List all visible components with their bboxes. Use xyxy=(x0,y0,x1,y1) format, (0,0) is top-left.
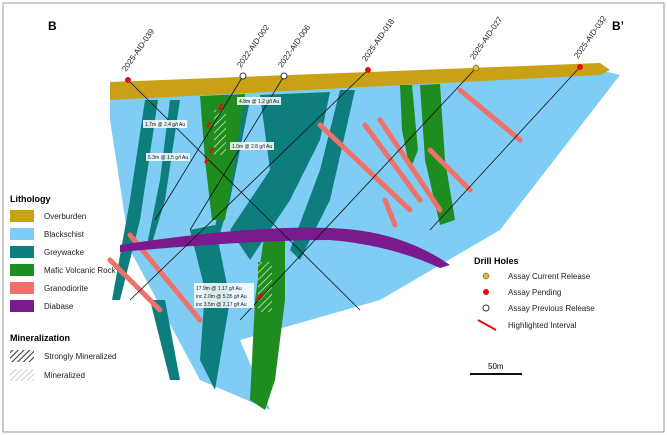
scale-bar: 50m xyxy=(470,362,522,375)
intercept-label: 17.9m @ 1.17 g/t Au xyxy=(196,286,242,292)
intercept-label: 5.3m @ 1.5 g/t Au xyxy=(148,155,188,161)
legend-overburden: Overburden xyxy=(44,212,86,221)
hole-label: 2025-AID-039 xyxy=(120,27,156,73)
legend-greywacke: Greywacke xyxy=(44,248,85,257)
legend-previous: Assay Previous Release xyxy=(508,304,595,313)
legend-blackschist: Blackschist xyxy=(44,230,85,239)
legend-current: Assay Current Release xyxy=(508,272,591,281)
legend-mineralized: Mineralized xyxy=(44,371,85,380)
overburden-layer xyxy=(110,63,610,100)
mineralization-legend-title: Mineralization xyxy=(10,333,70,343)
intercept-label: 1.0m @ 2.8 g/t Au xyxy=(232,144,272,150)
hole-label: 2022-AID-002 xyxy=(235,23,271,69)
intercept-label: inc 3.5m @ 2.17 g/t Au xyxy=(196,302,247,308)
legend-strong-mineralized: Strongly Mineralized xyxy=(44,352,116,361)
collar-previous[interactable] xyxy=(280,72,288,80)
intercept-label: 4.8m @ 1.2 g/t Au xyxy=(239,99,279,105)
section-end-label: B’ xyxy=(612,19,624,33)
drill-traces xyxy=(127,66,581,321)
collar-previous[interactable] xyxy=(239,72,247,80)
mineralized-zone xyxy=(214,110,226,155)
collar-pending[interactable] xyxy=(125,77,131,83)
legend-pending: Assay Pending xyxy=(508,288,561,297)
hole-label: 2025-AID-018 xyxy=(360,17,396,63)
legend-diabase: Diabase xyxy=(44,302,74,311)
hole-label: 2025-AID-032 xyxy=(572,14,608,60)
collar-pending[interactable] xyxy=(365,67,371,73)
diabase-dyke xyxy=(120,227,450,268)
intercept-label: inc 2.0m @ 5.35 g/t Au xyxy=(196,294,247,300)
legend-granodiorite: Granodiorite xyxy=(44,284,89,293)
section-start-label: B xyxy=(48,19,57,33)
lithology-legend-title: Lithology xyxy=(10,194,51,204)
drillholes-legend-title: Drill Holes xyxy=(474,256,519,266)
legend-mafic: Mafic Volcanic Rock xyxy=(44,266,117,275)
collar-current[interactable] xyxy=(472,64,480,72)
hole-label: 2022-AID-006 xyxy=(276,23,312,69)
legend-highlighted: Highlighted Interval xyxy=(508,321,577,330)
scale-label: 50m xyxy=(488,362,504,371)
hole-label: 2025-AID-027 xyxy=(468,15,504,61)
intercept-label: 1.7m @ 2.4 g/t Au xyxy=(145,122,185,128)
mineralized-zone xyxy=(258,262,272,312)
highlighted-intervals xyxy=(203,103,264,301)
greywacke-bands xyxy=(112,90,355,390)
collar-pending[interactable] xyxy=(577,64,583,70)
collars xyxy=(125,64,583,83)
